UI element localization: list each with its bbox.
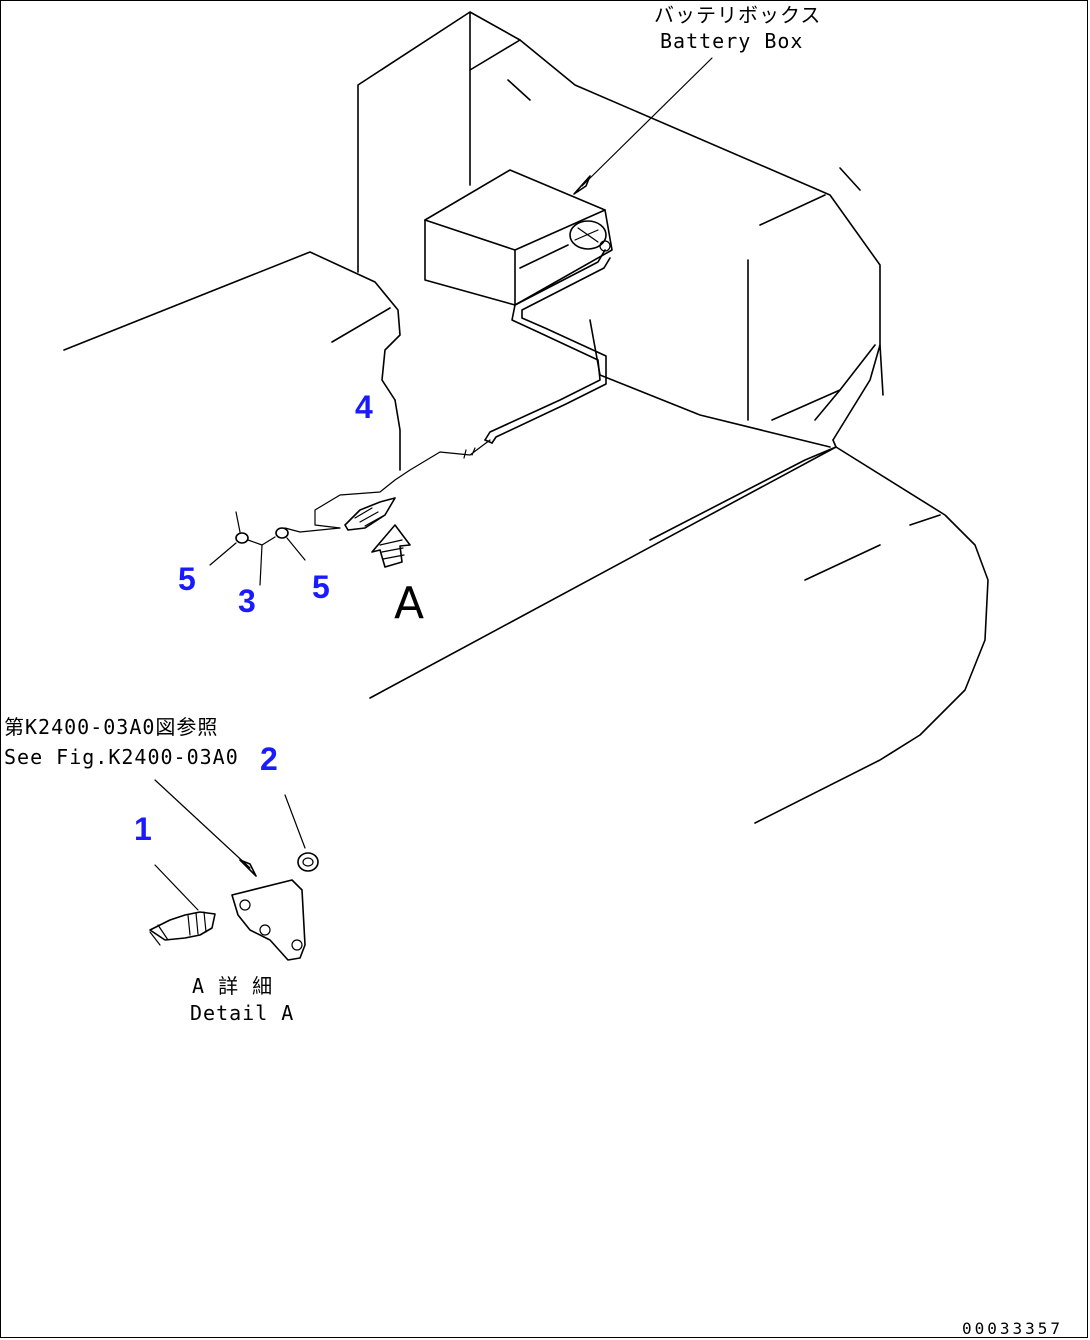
battery-box-label-jp: バッテリボックス bbox=[654, 3, 821, 27]
detail-label-jp: A 詳 細 bbox=[192, 974, 273, 998]
battery-box-label-en: Battery Box bbox=[660, 29, 803, 53]
callout-1: 1 bbox=[134, 811, 152, 847]
sensor-part bbox=[149, 864, 216, 946]
clamps-and-wire bbox=[209, 511, 306, 586]
view-letter-label: A bbox=[394, 578, 424, 629]
detail-label-en: Detail A bbox=[190, 1001, 294, 1025]
callout-5-right: 5 bbox=[312, 569, 330, 605]
see-fig-label-jp: 第K2400-03A0図参照 bbox=[4, 715, 218, 739]
battery-leader bbox=[573, 57, 713, 195]
front-block-outline bbox=[63, 251, 401, 471]
harness-route bbox=[314, 249, 611, 529]
see-fig-label-en: See Fig.K2400-03A0 bbox=[4, 745, 239, 769]
connector-part bbox=[284, 497, 396, 533]
nut-part bbox=[284, 794, 319, 872]
callout-5-left: 5 bbox=[178, 561, 196, 597]
view-arrow bbox=[371, 524, 411, 568]
track-frame-outline bbox=[369, 319, 989, 824]
bracket-part bbox=[154, 779, 306, 961]
machine-body-outline bbox=[357, 11, 884, 441]
callout-4: 4 bbox=[355, 389, 373, 425]
battery-box bbox=[424, 169, 613, 306]
callout-2: 2 bbox=[260, 741, 278, 777]
document-number: 00033357 bbox=[962, 1319, 1063, 1338]
callout-3: 3 bbox=[238, 583, 256, 619]
